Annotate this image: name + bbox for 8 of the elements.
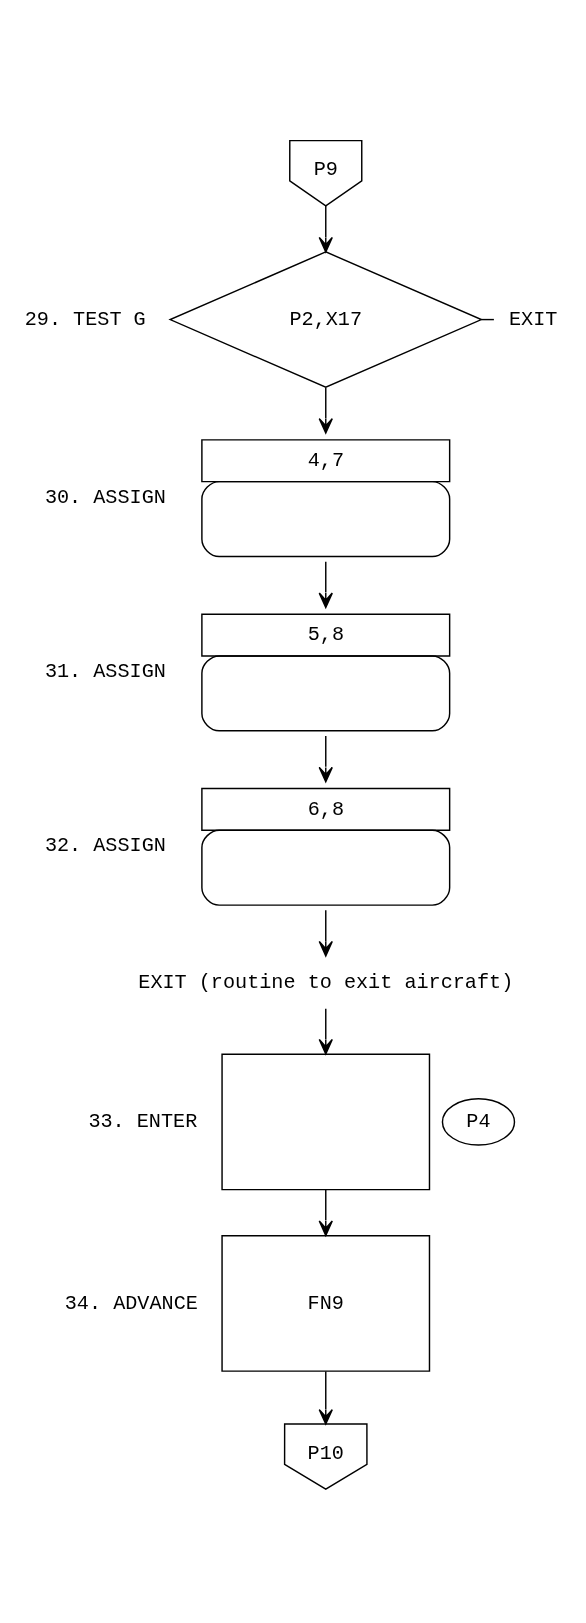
node-label: 33. ENTER (88, 1110, 198, 1134)
node-label: 29. TEST G (24, 307, 146, 331)
node-label: 34. ADVANCE (64, 1291, 198, 1315)
node-label: 31. ASSIGN (44, 660, 166, 684)
node-text: EXIT (509, 307, 558, 331)
node-label: 30. ASSIGN (44, 485, 166, 509)
node-text: EXIT (routine to exit aircraft) (138, 970, 514, 994)
node-label: 32. ASSIGN (44, 834, 166, 858)
